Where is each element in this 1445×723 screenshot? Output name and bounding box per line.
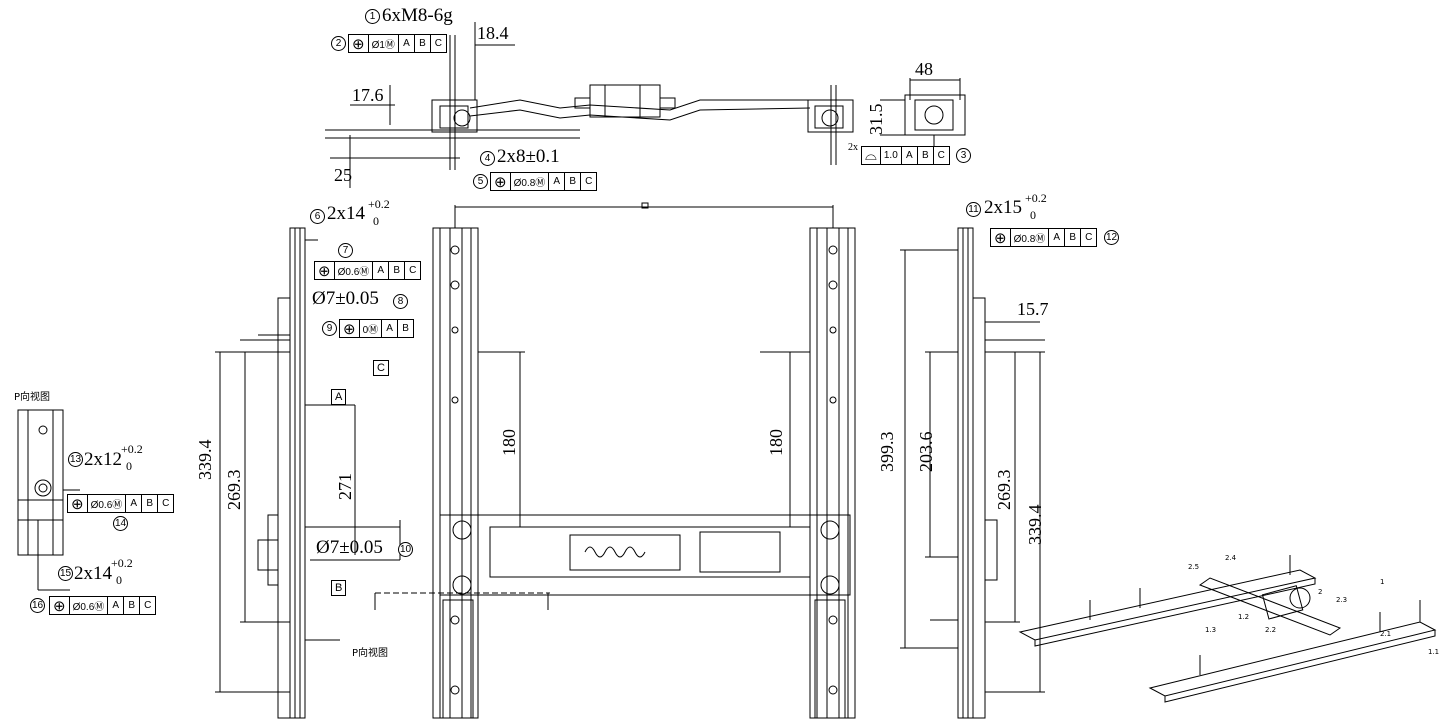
callout-10-dim: Ø7±0.05: [316, 537, 383, 558]
position-symbol-icon: ⊕: [315, 262, 335, 280]
callout-7-feature-frame: ⊕ Ø0.6Ⓜ A B C: [314, 261, 422, 280]
dim-25: 25: [334, 165, 352, 185]
callout-15-tol-upper: +0.2: [111, 556, 133, 570]
callout-5-number: 5: [473, 174, 488, 189]
datum-c: C: [373, 360, 389, 376]
isometric-assembly: [1018, 555, 1437, 703]
callout-13-number: 13: [68, 452, 83, 467]
datum-b: B: [331, 580, 347, 596]
callout-16-number: 16: [30, 598, 45, 613]
dim-271: 271: [335, 473, 355, 500]
callout-3-feature-frame: ⌓ 1.0 A B C: [861, 146, 950, 165]
callout-2-feature-frame: ⊕ Ø1Ⓜ A B C: [348, 34, 447, 53]
callout-16-feature-frame: ⊕ Ø0.6Ⓜ A B C: [49, 596, 157, 615]
iso-label: 1.3: [1205, 626, 1217, 634]
callout-6-tol-lower: 0: [373, 214, 379, 228]
p-view-arrow-label: P向视图: [352, 648, 389, 659]
iso-label: 1.1: [1428, 648, 1440, 656]
dim-339-4-left: 339.4: [195, 439, 215, 481]
right-side-view: [900, 227, 1045, 719]
callout-6-number: 6: [310, 209, 325, 224]
callout-3-number: 3: [956, 148, 971, 163]
callout-10-number: 10: [398, 542, 413, 557]
callout-11-number: 11: [966, 202, 981, 217]
dim-269-3-left: 269.3: [224, 469, 244, 511]
dim-180-left: 180: [499, 429, 519, 456]
dim-203-6: 203.6: [916, 431, 936, 473]
dim-18-4: 18.4: [477, 23, 509, 43]
callout-6-tol-upper: +0.2: [368, 197, 390, 211]
callout-8-number: 8: [393, 294, 408, 309]
dim-269-3-right: 269.3: [994, 469, 1014, 511]
datum-a: A: [331, 389, 347, 405]
dim-339-4-right: 339.4: [1025, 504, 1045, 546]
position-symbol-icon: ⊕: [991, 229, 1011, 247]
position-symbol-icon: ⊕: [68, 495, 88, 513]
dim-17-6: 17.6: [352, 85, 384, 105]
position-symbol-icon: ⊕: [50, 597, 70, 615]
position-symbol-icon: ⊕: [349, 35, 369, 53]
callout-11-dim: 2x15: [984, 197, 1022, 218]
callout-14-feature-frame: ⊕ Ø0.6Ⓜ A B C: [67, 494, 175, 513]
callout-13-tol-upper: +0.2: [121, 442, 143, 456]
callout-11-tol-lower: 0: [1030, 208, 1036, 222]
callout-11-tol-upper: +0.2: [1025, 191, 1047, 205]
callout-12-feature-frame: ⊕ Ø0.8Ⓜ A B C: [990, 228, 1098, 247]
iso-label: 2.2: [1265, 626, 1277, 634]
iso-label: 2.4: [1225, 554, 1237, 562]
callout-14-number: 14: [113, 516, 128, 531]
dim-31-5: 31.5: [866, 103, 886, 136]
callout-15-number: 15: [58, 566, 73, 581]
callout-1-number: 1: [365, 9, 380, 24]
callout-2-number: 2: [331, 36, 346, 51]
position-symbol-icon: ⊕: [491, 173, 511, 191]
p-view-detail: [17, 409, 80, 591]
iso-label: 1: [1380, 578, 1385, 586]
left-side-view: [215, 227, 401, 719]
callout-15-dim: 2x14: [74, 563, 112, 584]
dim-48: 48: [915, 59, 933, 79]
callout-12-number: 12: [1104, 230, 1119, 245]
callout-8-dim: Ø7±0.05: [312, 288, 379, 309]
callout-13-dim: 2x12: [84, 449, 122, 470]
dim-180-right: 180: [766, 429, 786, 456]
profile-surface-symbol-icon: ⌓: [862, 147, 881, 164]
callout-13-tol-lower: 0: [126, 459, 132, 473]
front-view-rails: [374, 202, 856, 719]
callout-9-number: 9: [322, 321, 337, 336]
iso-label: 1.2: [1238, 613, 1250, 621]
iso-label: 2.1: [1380, 630, 1392, 638]
callout-1-thread-spec: 6xM8-6g: [382, 5, 453, 26]
iso-label: 2.5: [1188, 563, 1200, 571]
dim-15-7: 15.7: [1017, 299, 1049, 319]
callout-6-dim: 2x14: [327, 203, 365, 224]
callout-4-number: 4: [480, 151, 495, 166]
p-view-title: P向视图: [14, 392, 51, 403]
callout-9-feature-frame: ⊕ 0Ⓜ A B: [339, 319, 415, 338]
position-symbol-icon: ⊕: [340, 320, 360, 338]
callout-15-tol-lower: 0: [116, 573, 122, 587]
callout-7-number: 7: [338, 243, 353, 258]
iso-label: 2.3: [1336, 596, 1348, 604]
dim-399-3: 399.3: [877, 431, 897, 473]
callout-4-dim: 2x8±0.1: [497, 146, 560, 167]
callout-5-feature-frame: ⊕ Ø0.8Ⓜ A B C: [490, 172, 598, 191]
callout-3-prefix: 2x: [848, 142, 858, 153]
iso-label: 2: [1318, 588, 1323, 596]
